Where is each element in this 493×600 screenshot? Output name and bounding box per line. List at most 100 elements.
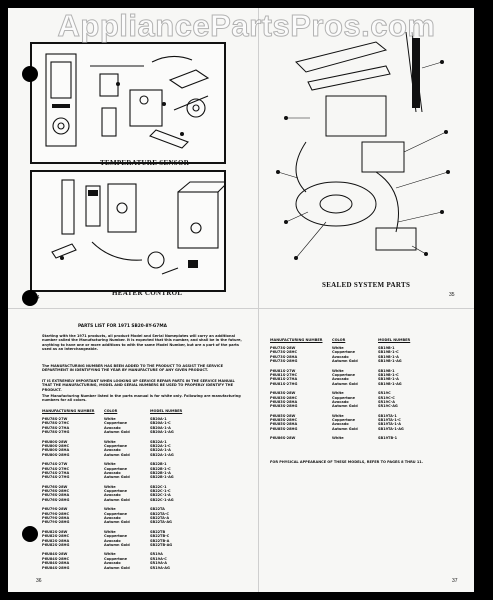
intro-paragraph-2: The MANUFACTURING NUMBER HAS BEEN ADDED …	[42, 364, 223, 373]
parts-catalog-page: TEMPERATURE SENSOR HEATE	[8, 8, 474, 592]
cell-color: Coppertone	[332, 350, 356, 355]
cell-model-number: SR19C-AG	[378, 404, 398, 409]
cell-model-number: SB19B-1-C	[378, 372, 399, 377]
cell-model-number: SB22A-1	[150, 439, 167, 444]
cell-color: Coppertone	[104, 466, 128, 471]
cell-model-number: SR19A	[150, 552, 163, 557]
parts-table-right: MANUFACTURING NUMBER COLOR MODEL NUMBER …	[270, 338, 438, 441]
cell-mfg-number: P6U85S-28HA	[270, 422, 298, 427]
watermark-logo: AppliancePartsPros.com	[57, 8, 436, 44]
parts-list-title: PARTS LIST FOR 1971 SB20-8Y-G7MA	[78, 324, 167, 329]
cell-color: Autumn Gold	[104, 430, 130, 435]
cell-model-number: SB22A-1-C	[150, 443, 171, 448]
cell-mfg-number: P6U84S-28HC	[42, 556, 70, 561]
temperature-sensor-diagram	[30, 42, 226, 164]
cell-model-number: SB22TA-C	[150, 511, 169, 516]
cell-model-number: SB19TA-1-C	[378, 418, 401, 423]
table-row: P6U85S-28HC Coppertone SB19TA-1-C	[270, 418, 438, 422]
cell-mfg-number: P6U74S-27HA	[42, 470, 70, 475]
cell-mfg-number: P6U81S-27HC	[270, 372, 298, 377]
cell-color: Avocado	[104, 561, 121, 566]
cell-color: White	[332, 436, 344, 441]
intro-paragraph-3: IT IS EXTREMELY IMPORTANT WHEN LOOKING U…	[42, 379, 235, 392]
cell-model-number: SR19C-C	[378, 395, 395, 400]
cell-model-number: SB22C-1-A	[150, 493, 171, 498]
page-split	[8, 308, 474, 309]
cell-color: White	[332, 346, 344, 350]
cell-mfg-number: P6U76S-28W	[42, 484, 68, 489]
cell-mfg-number: P6U83S-28HC	[270, 395, 298, 400]
cell-color: Avocado	[332, 377, 349, 382]
cell-color: Avocado	[332, 399, 349, 404]
cell-model-number: SB20A-1	[150, 417, 167, 421]
cell-mfg-number: P6U80S-28HC	[42, 443, 70, 448]
cell-mfg-number: P6U78S-27HC	[42, 421, 70, 426]
cell-mfg-number: P6U76S-28HG	[42, 497, 70, 502]
cell-model-number: SB19B-1	[378, 368, 395, 373]
cell-mfg-number: P6U73S-28HA	[270, 354, 298, 359]
cell-model-number: SB22TB-AG	[150, 542, 173, 547]
sealed-system-diagram	[266, 22, 462, 290]
cell-color: Avocado	[104, 538, 121, 543]
cell-model-number: SB22TB	[150, 529, 166, 534]
cell-mfg-number: P6U81S-27W	[270, 368, 296, 373]
table-header: MANUFACTURING NUMBER COLOR MODEL NUMBER	[42, 409, 210, 413]
cell-mfg-number: P6U85S-28HC	[270, 418, 298, 423]
header-model: MODEL NUMBER	[378, 338, 411, 342]
cell-model-number: SR19C-A	[378, 399, 395, 404]
cell-mfg-number: P6U81S-27HG	[270, 381, 298, 386]
cell-mfg-number: P6U84S-28HG	[42, 565, 70, 570]
cell-color: Autumn Gold	[104, 497, 130, 502]
cell-model-number: SB19TA-1	[378, 413, 397, 418]
cell-model-number: SB22C-1-C	[150, 489, 171, 494]
cell-mfg-number: P6U79S-28HC	[42, 511, 70, 516]
cell-mfg-number: P6U82S-28HC	[42, 534, 70, 539]
page-number-35: 35	[449, 292, 455, 298]
cell-mfg-number: P6U74S-27W	[42, 462, 68, 467]
cell-color: Avocado	[104, 425, 121, 430]
caption-sealed-system: SEALED SYSTEM PARTS	[322, 281, 411, 289]
intro-paragraph-1: Starting with the 1971 products, all pro…	[42, 334, 242, 352]
cell-model-number: SB22TA-A	[150, 516, 170, 521]
cell-color: Avocado	[332, 422, 349, 427]
cell-color: White	[332, 413, 344, 418]
cell-mfg-number: P6U83S-28W	[270, 391, 296, 396]
cell-color: Coppertone	[332, 418, 356, 423]
cell-color: Autumn Gold	[104, 565, 130, 570]
cell-mfg-number: P6U78S-27HG	[42, 430, 70, 435]
cell-model-number: SB19B-1-AG	[378, 381, 402, 386]
cell-mfg-number: P6U78S-27HA	[42, 425, 70, 430]
cell-color: Coppertone	[104, 534, 128, 539]
binder-hole	[22, 290, 38, 306]
table-row: P6U81S-27HG Autumn Gold SB19B-1-AG	[270, 382, 438, 386]
cell-model-number: SB19B-1-A	[378, 354, 399, 359]
cell-color: Coppertone	[104, 489, 128, 494]
binder-hole	[22, 66, 38, 82]
cell-color: White	[104, 462, 116, 467]
cell-color: Autumn Gold	[332, 381, 358, 386]
header-color: COLOR	[332, 338, 346, 342]
cell-mfg-number: P6U85S-28HG	[270, 426, 298, 431]
cell-color: Coppertone	[104, 421, 128, 426]
